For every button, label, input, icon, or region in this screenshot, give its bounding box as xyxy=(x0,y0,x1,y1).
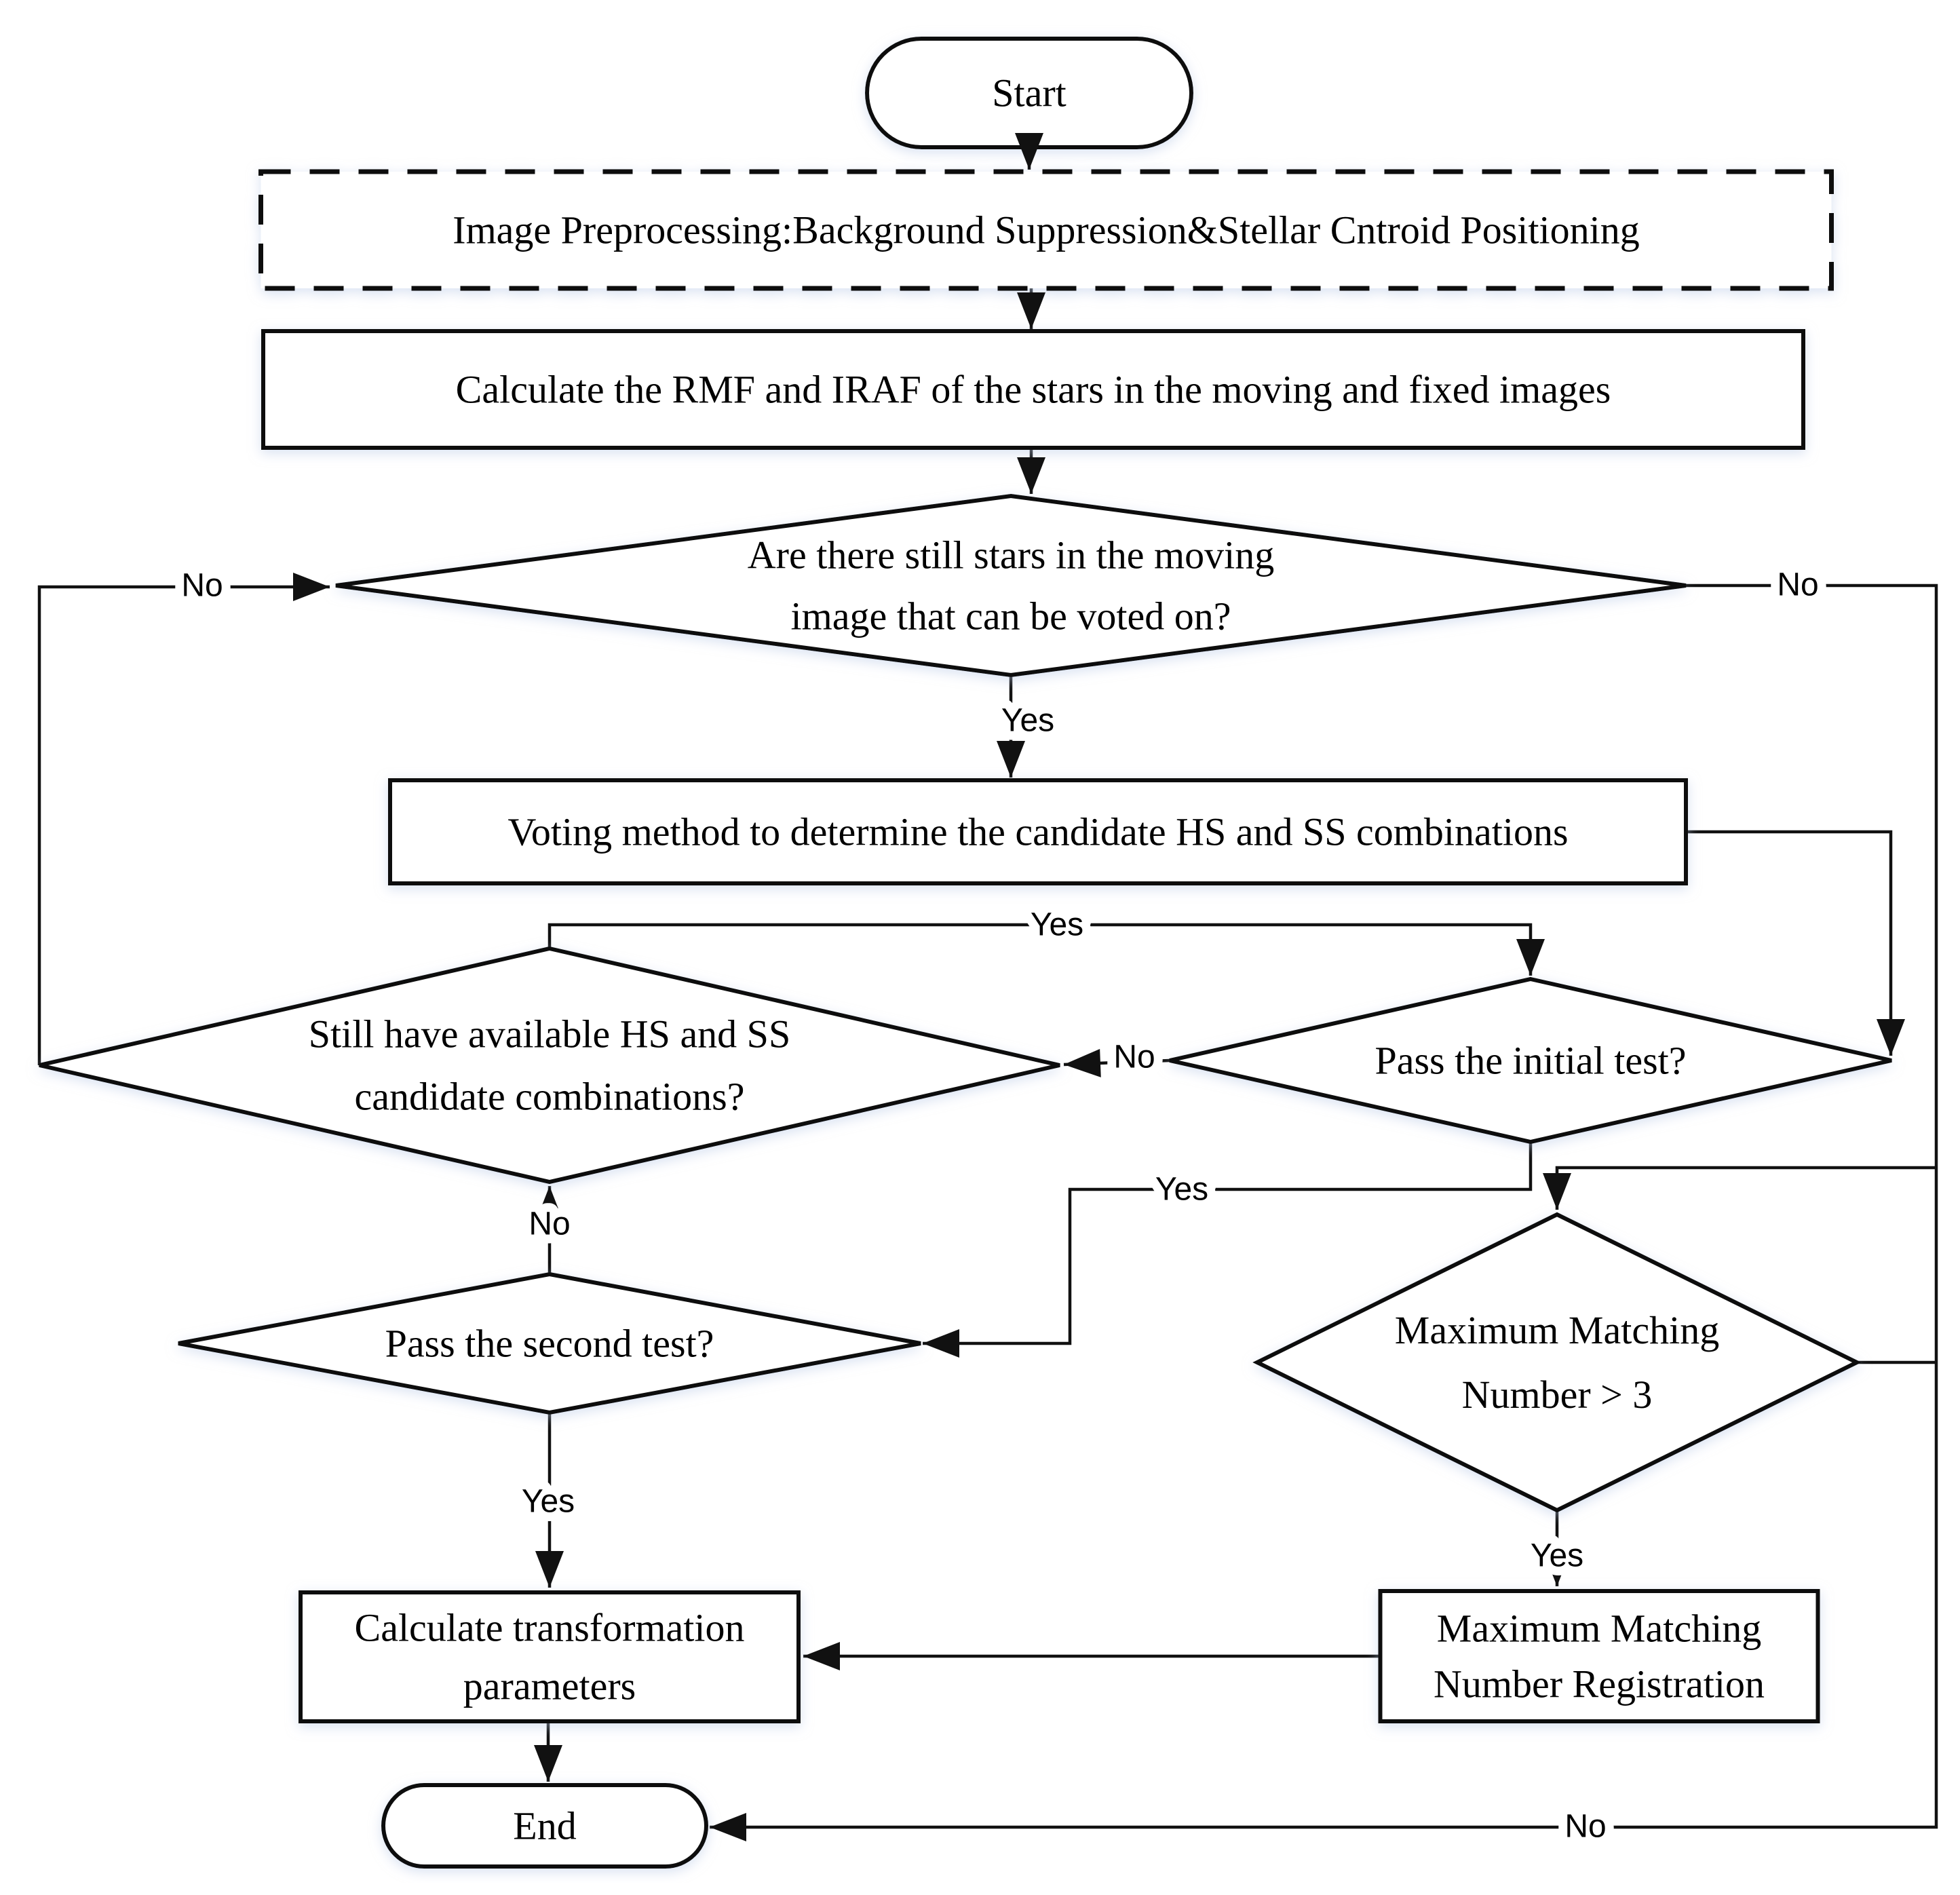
node-rmf-iraf-shape xyxy=(261,329,1805,450)
node-voting-method-label: Voting method to determine the candidate… xyxy=(507,810,1568,854)
edge-second-test-yes-to-calc-transform-label: Yes xyxy=(522,1484,575,1520)
edge-voting-to-initial-test-arrowhead xyxy=(1877,1019,1905,1056)
edge-max-matching-yes-to-registration-arrowhead xyxy=(1543,1550,1571,1586)
node-hs-ss-available-decision-shape xyxy=(39,946,1060,1185)
node-second-test-decision-label: Pass the second test? xyxy=(385,1322,714,1366)
edge-hs-ss-yes-to-initial-test-label: Yes xyxy=(1031,907,1083,943)
edge-stars-no-to-end-label: No xyxy=(1564,1809,1606,1845)
edge-no-rail-to-max-matching-arrowhead xyxy=(1543,1173,1571,1210)
edge-max-matching-yes-to-registration-label: Yes xyxy=(1531,1538,1583,1574)
node-stars-vote-decision-label: Are there still stars in the moving xyxy=(748,533,1274,577)
arrowheads-layer xyxy=(293,133,1905,1841)
edge-stars-no-to-end-line xyxy=(710,583,1938,1829)
edge-hs-ss-no-to-stars-decision-line xyxy=(37,585,330,1065)
node-stars-vote-decision-label: image that can be voted on? xyxy=(790,594,1231,638)
edge-initial-test-yes-to-second-test-arrowhead xyxy=(923,1329,959,1358)
node-rmf-iraf-label: Calculate the RMF and IRAF of the stars … xyxy=(456,368,1611,412)
edge-stars-yes-to-voting-arrowhead xyxy=(997,741,1025,778)
node-initial-test-decision-label: Pass the initial test? xyxy=(1375,1039,1686,1083)
node-max-matching-decision-label: Maximum Matching xyxy=(1395,1308,1719,1352)
edge-hs-ss-no-to-stars-decision-label: No xyxy=(181,568,223,604)
edge-second-test-no-to-hs-ss-label: No xyxy=(529,1206,570,1242)
node-hs-ss-available-decision-label: candidate combinations? xyxy=(355,1075,745,1119)
edge-preprocess-to-rmf-arrowhead xyxy=(1017,292,1045,329)
edge-lines-layer xyxy=(37,147,1938,1829)
node-max-matching-decision-label: Number > 3 xyxy=(1462,1373,1653,1417)
edge-hs-ss-no-to-stars-decision-arrowhead xyxy=(293,573,330,601)
node-shapes-layer xyxy=(39,37,1892,1869)
node-max-matching-decision-shape xyxy=(1252,1212,1862,1513)
node-second-test-decision-shape xyxy=(178,1271,921,1415)
node-end-shape xyxy=(381,1783,708,1869)
edge-no-rail-to-max-matching-line xyxy=(1555,1166,1936,1210)
node-max-matching-registration-label: Number Registration xyxy=(1434,1662,1765,1706)
node-stars-vote-decision-shape xyxy=(335,493,1687,678)
edge-voting-to-initial-test-line xyxy=(1686,830,1893,1056)
node-calc-transform-shape xyxy=(299,1590,801,1723)
node-voting-method-shape xyxy=(388,778,1688,885)
node-calc-transform-label: Calculate transformation xyxy=(355,1606,745,1650)
node-end-label: End xyxy=(513,1804,576,1848)
node-start-label: Start xyxy=(992,71,1067,115)
edge-second-test-yes-to-calc-transform-arrowhead xyxy=(535,1551,564,1588)
node-preprocess-label: Image Preprocessing:Background Suppressi… xyxy=(453,208,1640,252)
edge-initial-test-yes-to-second-test-line xyxy=(923,1142,1533,1345)
edge-calc-transform-to-end-arrowhead xyxy=(534,1745,562,1782)
edge-stars-no-to-end-label: No xyxy=(1777,567,1818,603)
edge-registration-to-calc-transform-arrowhead xyxy=(803,1642,840,1670)
edge-initial-test-no-to-hs-ss-label: No xyxy=(1113,1039,1155,1075)
edge-rmf-to-stars-decision-arrowhead xyxy=(1017,457,1045,494)
edge-initial-test-no-to-hs-ss-arrowhead xyxy=(1064,1048,1101,1077)
edge-initial-test-yes-to-second-test-label: Yes xyxy=(1155,1172,1208,1208)
node-hs-ss-available-decision-label: Still have available HS and SS xyxy=(309,1012,790,1056)
node-max-matching-registration-shape xyxy=(1378,1589,1820,1723)
edge-stars-yes-to-voting-label: Yes xyxy=(1001,703,1054,739)
node-max-matching-registration-label: Maximum Matching xyxy=(1437,1607,1761,1651)
edge-stars-no-to-end-arrowhead xyxy=(710,1813,746,1841)
node-preprocess-shape xyxy=(258,169,1834,291)
node-initial-test-decision-shape xyxy=(1169,976,1892,1145)
edge-second-test-no-to-hs-ss-arrowhead xyxy=(535,1186,564,1223)
node-calc-transform-label: parameters xyxy=(463,1664,636,1708)
edge-hs-ss-yes-to-initial-test-arrowhead xyxy=(1516,939,1545,976)
edge-start-to-preprocess-arrowhead xyxy=(1015,133,1043,170)
